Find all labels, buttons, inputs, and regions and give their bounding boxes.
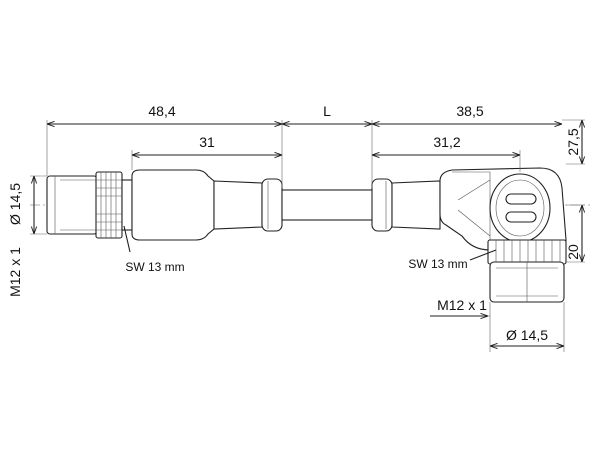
right-knurl-pattern [495,240,561,264]
dim-right-diameter: Ø 14,5 [506,327,548,343]
right-strain-ring [371,178,393,232]
left-connector [46,169,283,241]
left-overmold-body [131,169,215,241]
right-connector [371,167,567,303]
dim-left-body: 31 [199,134,215,150]
right-strain-relief [391,180,441,230]
label-right-wrench: SW 13 mm [408,257,467,271]
left-knurl-pattern [96,172,122,238]
dim-left-thread: M12 x 1 [7,247,23,297]
leader-right-wrench [469,249,497,261]
left-knurled-nut [95,171,123,239]
left-hex-flat [121,179,133,231]
dim-right-length: 38,5 [456,103,483,119]
dim-cable-length: L [323,103,331,119]
dim-right-body: 31,2 [433,134,460,150]
cable [281,189,375,221]
dim-left-diameter: Ø 14,5 [7,183,23,225]
dim-right-thread: M12 x 1 [437,297,487,313]
left-strain-ring [261,178,283,232]
right-pin-slot-upper [505,193,537,205]
right-knurled-nut [487,239,567,265]
left-thread-body [46,175,98,235]
dim-right-offset: 20 [565,244,581,260]
right-pin-slot-lower [505,211,537,223]
leader-left-wrench [123,225,131,253]
label-left-wrench: SW 13 mm [125,260,184,274]
dim-right-height: 27,5 [565,128,581,155]
left-strain-relief [213,180,263,230]
dim-left-length: 48,4 [148,103,175,119]
right-coding-window [489,173,551,243]
